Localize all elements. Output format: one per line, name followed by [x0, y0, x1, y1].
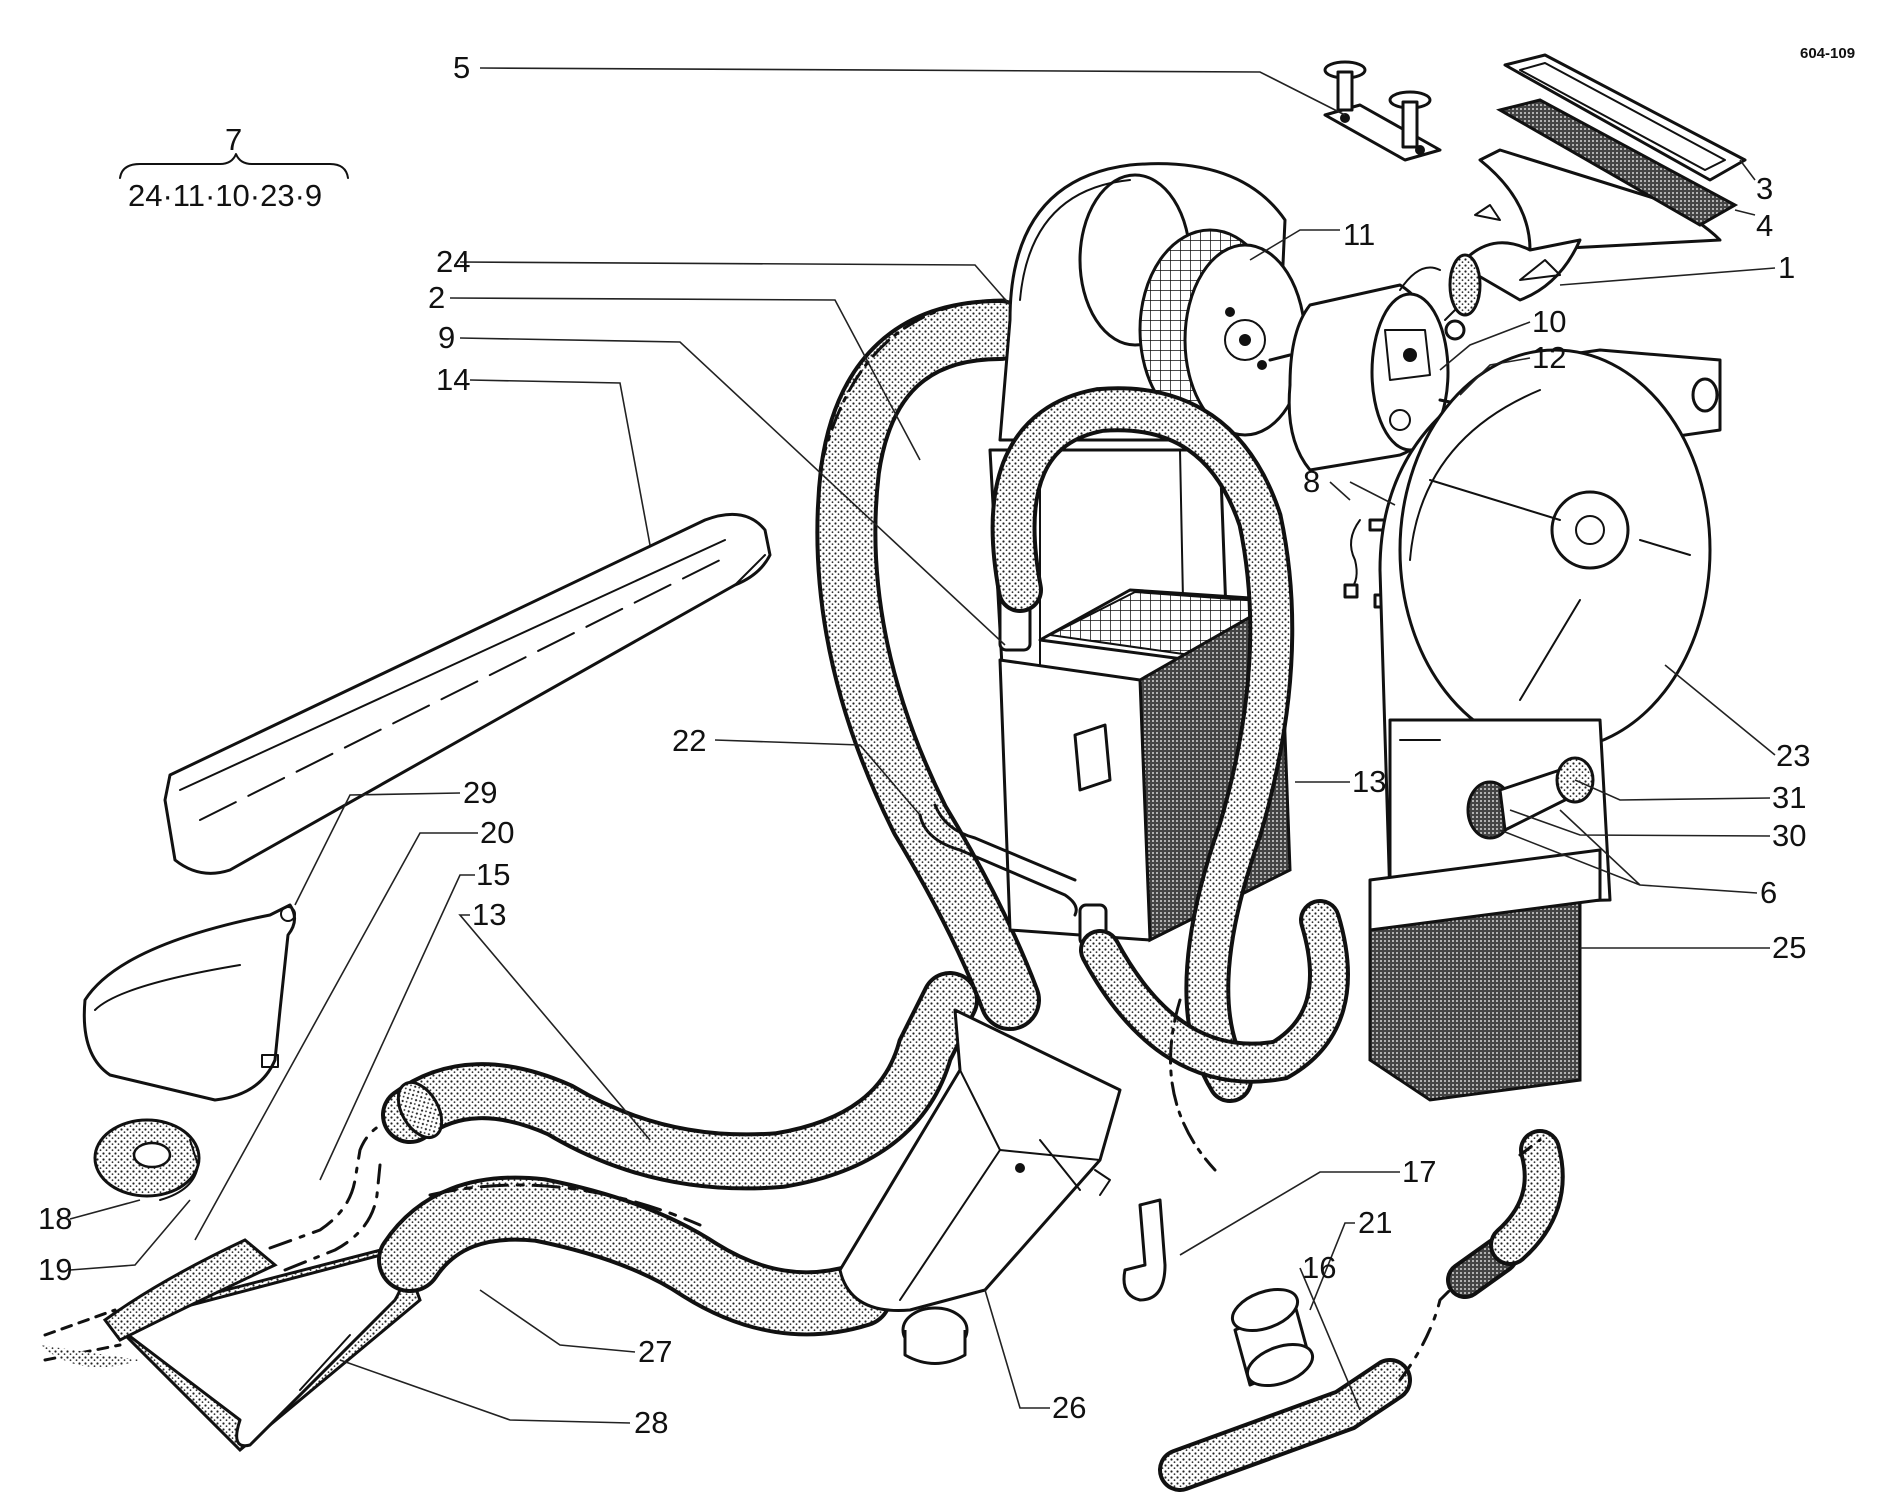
callout-29: 29: [463, 775, 497, 810]
callout-4: 4: [1756, 208, 1773, 243]
callout-10: 10: [1532, 304, 1566, 339]
callout-27: 27: [638, 1334, 672, 1369]
foam-gasket-25: [1368, 848, 1602, 1102]
callout-14: 14: [436, 362, 470, 397]
callout-labels: 5 3 4 1 11 10 12 8 24 2 9 14 22 13 23 31…: [38, 50, 1810, 1440]
drain-hose-22: [918, 803, 1078, 917]
callout-21: 21: [1358, 1205, 1392, 1240]
sleeve-21: [1230, 1287, 1315, 1388]
outlet-20: [40, 1118, 397, 1368]
duct-cover-14: [163, 512, 772, 875]
callout-8: 8: [1303, 464, 1320, 499]
callout-24: 24: [436, 244, 470, 279]
drawing-reference: 604-109: [1800, 45, 1855, 62]
group-number: 7: [225, 122, 242, 157]
inlet-duct-1: [1448, 148, 1722, 317]
callout-2: 2: [428, 280, 445, 315]
callout-5: 5: [453, 50, 470, 85]
callout-20: 20: [480, 815, 514, 850]
group-bracket: 7 24·11·10·23·9: [119, 122, 349, 213]
callout-1: 1: [1778, 250, 1795, 285]
callout-15: 15: [476, 857, 510, 892]
hose-loop-2: [815, 298, 1041, 1031]
callout-23: 23: [1776, 738, 1810, 773]
callout-30: 30: [1772, 818, 1806, 853]
callout-16: 16: [1302, 1250, 1336, 1285]
callout-13-right: 13: [1352, 764, 1386, 799]
bolts-5: [1323, 60, 1442, 162]
callout-13-left: 13: [472, 897, 506, 932]
group-members: 24·11·10·23·9: [128, 178, 322, 213]
fan-wheel-11: [1138, 228, 1307, 437]
callout-26: 26: [1052, 1390, 1086, 1425]
blower-housing-23: [1378, 348, 1722, 907]
callout-31: 31: [1772, 780, 1806, 815]
flared-nozzle-28: [107, 1243, 422, 1453]
callout-17: 17: [1402, 1154, 1436, 1189]
hose-16: [1158, 1129, 1565, 1492]
callout-28: 28: [634, 1405, 668, 1440]
distribution-box-26: [838, 1008, 1122, 1365]
callout-18: 18: [38, 1201, 72, 1236]
leader-lines: [69, 67, 1776, 1424]
callout-6: 6: [1760, 875, 1777, 910]
motor-10: [1268, 266, 1492, 472]
callout-11: 11: [1343, 217, 1375, 252]
callout-22: 22: [672, 723, 706, 758]
nozzle-cover-29: [82, 903, 296, 1102]
seal-4: [1496, 98, 1739, 227]
hose-27: [377, 1175, 893, 1337]
clamp-17: [1122, 1198, 1167, 1302]
seal-3: [1503, 53, 1747, 182]
grommet-18-19: [93, 1118, 201, 1201]
callout-9: 9: [438, 320, 455, 355]
callout-19: 19: [38, 1252, 72, 1287]
hose-13-left: [381, 971, 979, 1191]
hose-13-right: [990, 386, 1350, 1172]
callout-12: 12: [1532, 340, 1566, 375]
callout-3: 3: [1756, 171, 1773, 206]
callout-25: 25: [1772, 930, 1806, 965]
